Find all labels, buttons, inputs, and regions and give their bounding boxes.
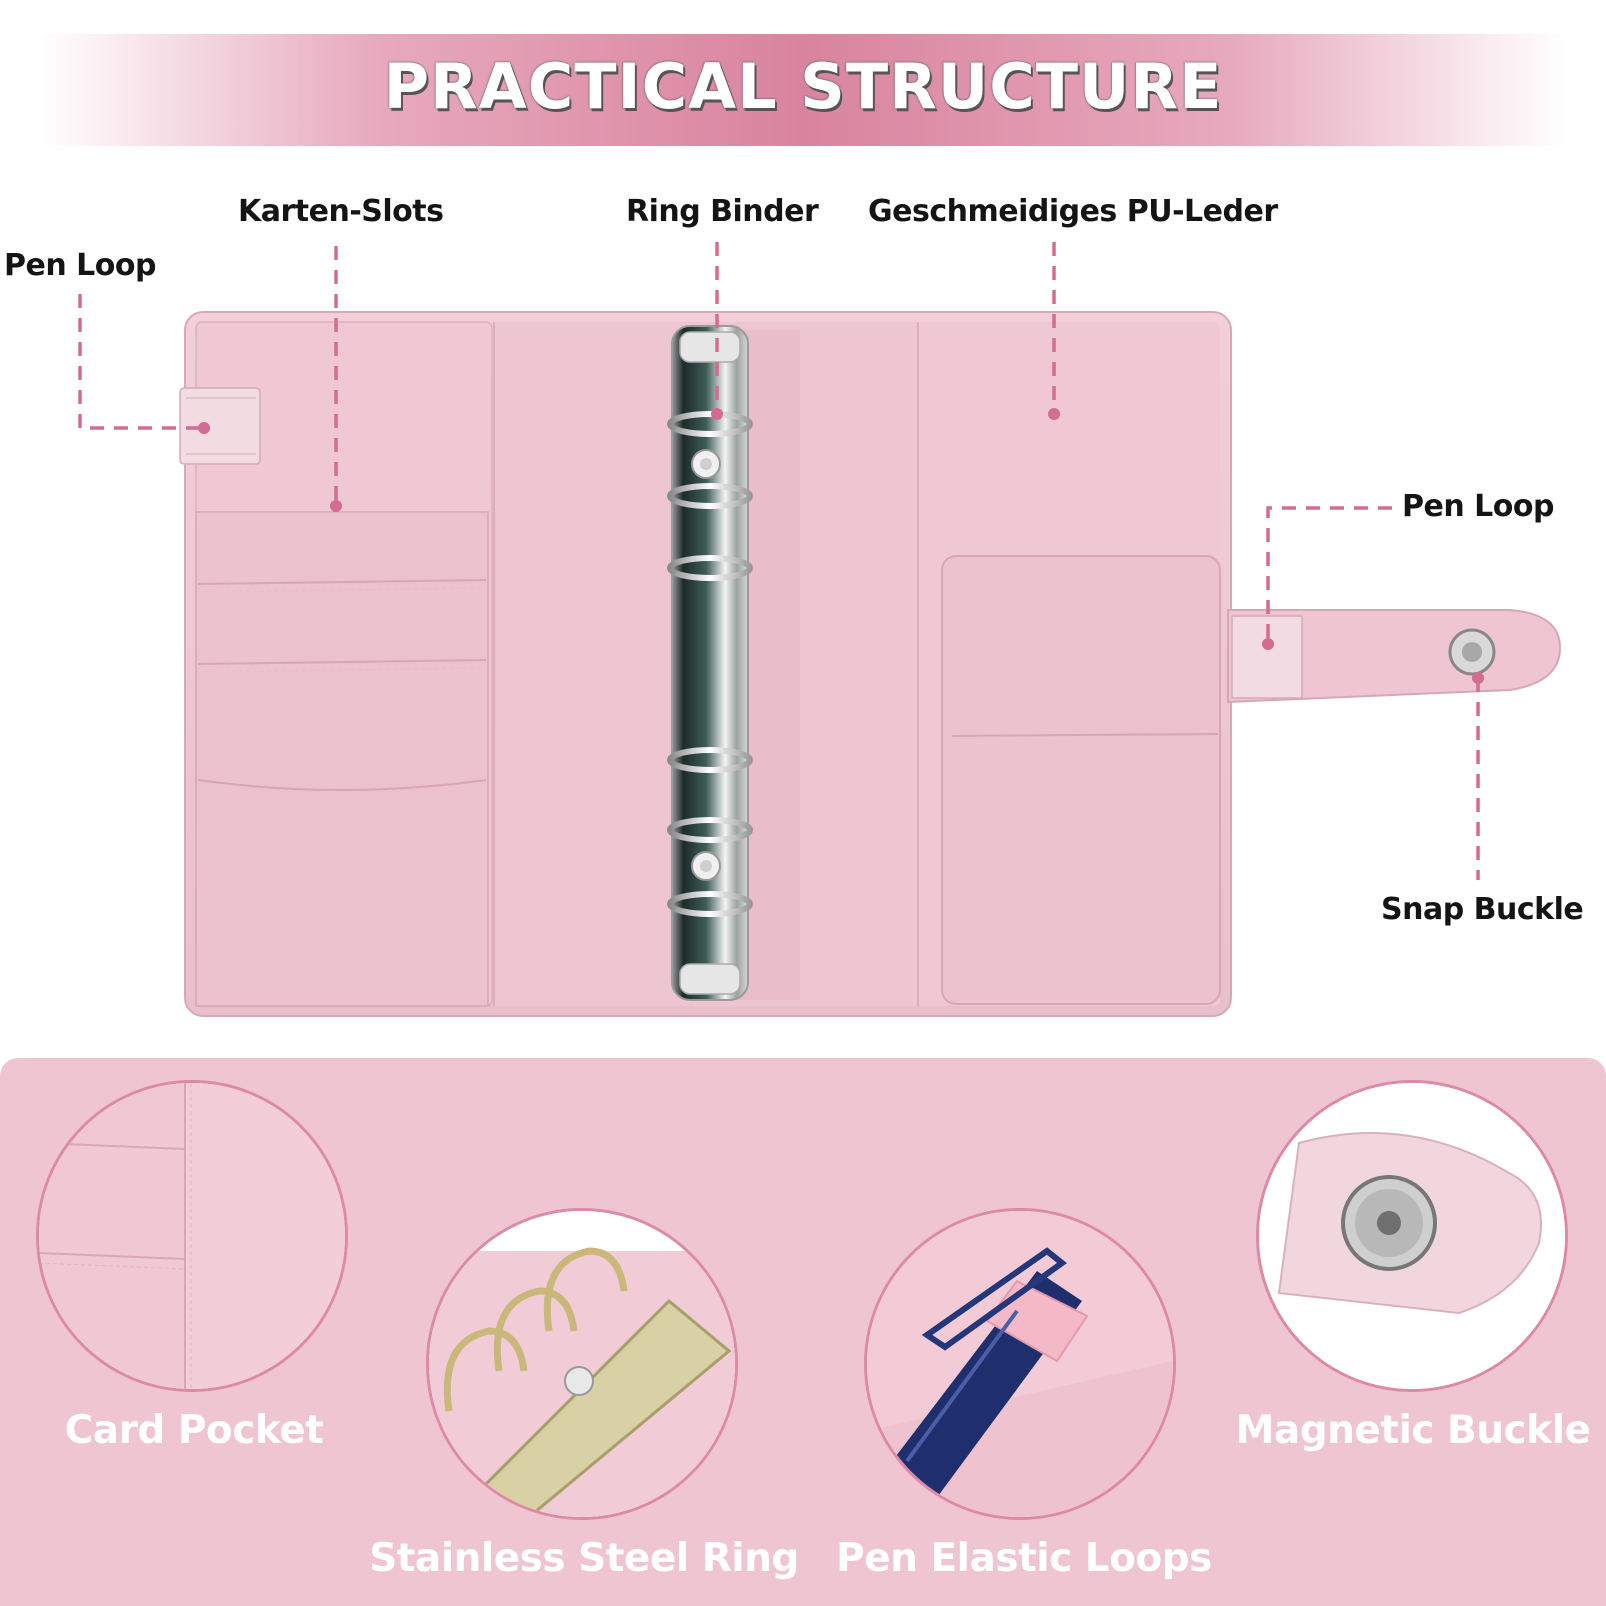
page-title: PRACTICAL STRUCTURE	[383, 50, 1223, 123]
pen-closeup	[864, 1208, 1176, 1520]
label-magnetic-buckle: Magnetic Buckle	[1235, 1408, 1591, 1453]
title-banner	[40, 34, 1566, 146]
label-card-pocket: Card Pocket	[64, 1408, 324, 1453]
callout-snap-buckle: Snap Buckle	[1381, 892, 1584, 927]
callout-pen-loop-left: Pen Loop	[4, 248, 156, 283]
label-stainless-steel-ring: Stainless Steel Ring	[369, 1536, 799, 1581]
ring-closeup	[426, 1208, 738, 1520]
card-pocket-closeup	[36, 1080, 348, 1392]
magnetic-buckle-closeup	[1256, 1080, 1568, 1392]
callout-pen-loop-right: Pen Loop	[1402, 489, 1554, 524]
callout-ring-binder: Ring Binder	[626, 194, 819, 229]
label-pen-elastic-loops: Pen Elastic Loops	[836, 1536, 1212, 1581]
binder-illustration	[78, 242, 1562, 1017]
callout-pu-leder: Geschmeidiges PU-Leder	[868, 194, 1278, 229]
callout-karten-slots: Karten-Slots	[238, 194, 444, 229]
